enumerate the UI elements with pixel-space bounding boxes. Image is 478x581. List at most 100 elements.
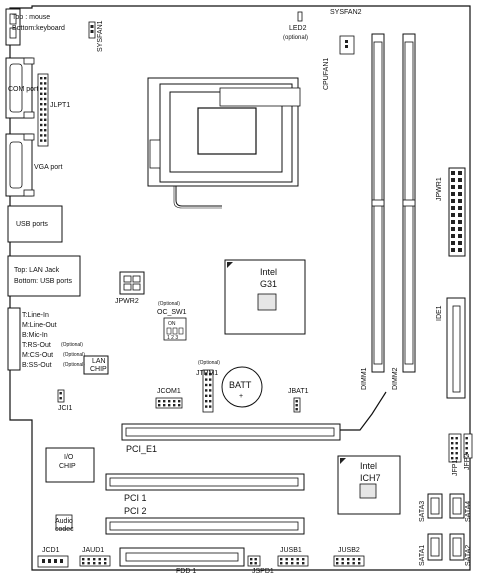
- header-pin: [451, 206, 455, 210]
- dimm-slots: [371, 33, 416, 373]
- header-pin: [291, 562, 294, 565]
- header-pin: [458, 171, 462, 175]
- header-pin: [451, 452, 454, 455]
- header-pin: [44, 123, 47, 127]
- header-pin: [44, 97, 47, 101]
- header-pin: [458, 220, 462, 224]
- header-pin: [465, 452, 468, 455]
- header-pin: [352, 558, 355, 561]
- label-usb-ports: USB ports: [16, 221, 48, 228]
- header-pin: [291, 558, 294, 561]
- header-pin: [458, 206, 462, 210]
- header-pin: [93, 562, 96, 565]
- label-io-chip-2: CHIP: [59, 463, 76, 470]
- label-pci-e1: PCI_E1: [126, 444, 158, 454]
- header-pin: [254, 558, 257, 561]
- label-cpufan1: CPUFAN1: [323, 57, 330, 90]
- jfp2-header: [463, 433, 473, 459]
- label-intel-nb: Intel: [260, 267, 278, 277]
- label-dimm2: DIMM2: [392, 367, 399, 390]
- label-batt: BATT: [229, 380, 252, 390]
- header-pin: [40, 113, 43, 116]
- header-pin: [59, 397, 62, 400]
- label-jtpm-optional: (Optional): [198, 360, 220, 366]
- header-pin: [451, 199, 455, 203]
- header-pin: [451, 442, 454, 445]
- header-pin: [40, 87, 43, 90]
- header-pin: [98, 558, 101, 561]
- header-pin: [254, 562, 257, 565]
- label-top-mouse: Top : mouse: [12, 14, 51, 21]
- header-pin: [295, 400, 298, 403]
- label-led2-optional: (optional): [283, 35, 309, 41]
- jusb1-header: [277, 555, 309, 567]
- label-rs-optional: (Optional): [61, 342, 83, 348]
- header-pin: [173, 404, 176, 407]
- header-pin: [104, 558, 107, 561]
- header-pin: [44, 108, 47, 111]
- header-pin: [336, 562, 339, 565]
- label-jaud1: JAUD1: [82, 547, 105, 554]
- label-b-mic-in: B:Mic-In: [22, 332, 48, 339]
- label-sata1: SATA1: [419, 544, 426, 566]
- header-pin: [40, 123, 43, 127]
- header-pin: [205, 400, 208, 403]
- header-pin: [40, 92, 43, 95]
- label-ss-optional: (Optional): [63, 362, 85, 368]
- header-pin: [458, 227, 462, 231]
- label-audio-2: codec: [55, 526, 74, 533]
- label-jusb1: JUSB1: [280, 547, 302, 554]
- audio-codec: [55, 514, 73, 530]
- header-pin: [82, 562, 85, 565]
- header-pin: [465, 437, 468, 440]
- header-pin: [455, 437, 458, 440]
- oc-sw1-switch: [163, 317, 187, 341]
- label-jusb2: JUSB2: [338, 547, 360, 554]
- header-pin: [451, 178, 455, 182]
- header-pin: [358, 562, 361, 565]
- header-pin: [458, 199, 462, 203]
- header-pin: [458, 178, 462, 182]
- audio-jacks: [7, 307, 21, 371]
- header-pin: [98, 562, 101, 565]
- header-pin: [59, 392, 62, 395]
- southbridge-ich7: [337, 455, 401, 515]
- label-bottom-keyboard: Bottom:keyboard: [12, 25, 65, 32]
- jaud1-header: [79, 555, 111, 567]
- label-led2: LED2: [289, 25, 307, 32]
- header-pin: [44, 139, 47, 142]
- header-pin: [280, 558, 283, 561]
- label-vga-port: VGA port: [34, 164, 63, 171]
- header-pin: [209, 378, 212, 381]
- header-pin: [163, 404, 166, 407]
- jpwr2-connector: [119, 271, 145, 295]
- header-pin: [285, 558, 288, 561]
- header-pin: [352, 562, 355, 565]
- header-pin: [44, 129, 47, 132]
- header-pin: [209, 373, 212, 376]
- header-pin: [451, 185, 455, 189]
- header-pin: [209, 394, 212, 397]
- header-pin: [347, 562, 350, 565]
- header-pin: [451, 248, 455, 252]
- header-pin: [87, 558, 90, 561]
- label-oc-optional: (Optional): [158, 301, 180, 307]
- header-pin: [455, 442, 458, 445]
- label-batt-plus: +: [239, 393, 244, 400]
- label-oc-nums: 1 2 3: [167, 335, 179, 341]
- header-pin: [451, 213, 455, 217]
- header-pin: [209, 389, 212, 392]
- header-pin: [451, 171, 455, 175]
- header-pin: [205, 389, 208, 392]
- header-pin: [451, 234, 455, 238]
- header-pin: [209, 405, 212, 408]
- label-jcd1: JCD1: [42, 547, 60, 554]
- io-chip: [45, 447, 95, 483]
- sysfan2-header: [339, 35, 355, 55]
- label-pci1: PCI 1: [124, 493, 147, 503]
- label-sysfan1: SYSFAN1: [97, 20, 104, 52]
- ps2-connector: [5, 8, 21, 46]
- header-pin: [40, 139, 43, 142]
- header-pin: [158, 400, 161, 403]
- label-ide1: IDE1: [436, 305, 443, 321]
